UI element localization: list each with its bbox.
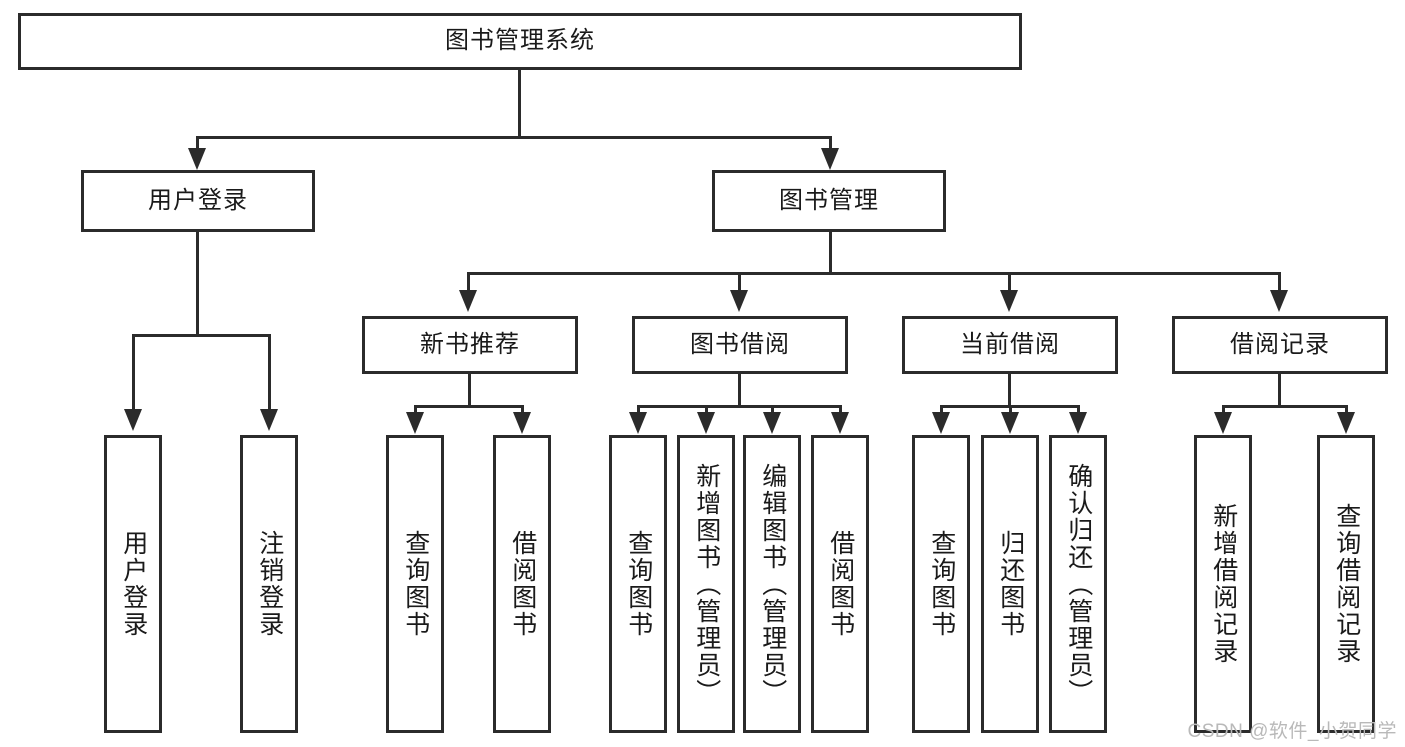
connector-borrow-record-stem [1278,374,1281,407]
node-book-borrow[interactable]: 图书借阅 [632,316,848,374]
arrow-book-mgmt-to-current [1000,290,1018,312]
arrow-book-mgmt-to-borrow [730,290,748,312]
connector-new-book-stem [468,374,471,407]
leaf-current-borrow-confirm-return-admin[interactable]: 确认归还（管理员） [1049,435,1107,733]
arrow-book-borrow-to-leaf-1 [629,412,647,434]
node-book-management[interactable]: 图书管理 [712,170,946,232]
connector-book-borrow-bus [637,405,842,408]
arrow-root-to-book-mgmt [821,148,839,170]
arrow-user-login-to-leaf-2 [260,409,278,431]
arrow-new-book-to-leaf-2 [513,412,531,434]
leaf-new-book-query-books[interactable]: 查询图书 [386,435,444,733]
connector-root-to-book-mgmt [829,136,832,154]
arrow-user-login-to-leaf-1 [124,409,142,431]
connector-book-mgmt-stem [829,232,832,274]
arrow-book-mgmt-to-record [1270,290,1288,312]
connector-root-bus [196,136,832,139]
leaf-borrow-record-add-record[interactable]: 新增借阅记录 [1194,435,1252,733]
arrow-current-borrow-to-leaf-3 [1069,412,1087,434]
connector-book-mgmt-to-record [1278,272,1281,294]
leaf-user-login-logout[interactable]: 注销登录 [240,435,298,733]
leaf-book-borrow-borrow-books[interactable]: 借阅图书 [811,435,869,733]
connector-user-login-to-leaf-1 [132,334,135,414]
leaf-borrow-record-query-record[interactable]: 查询借阅记录 [1317,435,1375,733]
connector-book-mgmt-bus [467,272,1279,275]
node-new-book-recommend[interactable]: 新书推荐 [362,316,578,374]
leaf-book-borrow-edit-book-admin[interactable]: 编辑图书（管理员） [743,435,801,733]
leaf-book-borrow-add-book-admin[interactable]: 新增图书（管理员） [677,435,735,733]
connector-current-borrow-stem [1008,374,1011,407]
connector-user-login-stem [196,232,199,336]
leaf-user-login-login[interactable]: 用户登录 [104,435,162,733]
arrow-current-borrow-to-leaf-2 [1001,412,1019,434]
arrow-book-mgmt-to-new-book [459,290,477,312]
node-current-borrow[interactable]: 当前借阅 [902,316,1118,374]
connector-root-to-user-login [196,136,199,154]
arrow-book-borrow-to-leaf-3 [763,412,781,434]
arrow-current-borrow-to-leaf-1 [932,412,950,434]
leaf-current-borrow-return-books[interactable]: 归还图书 [981,435,1039,733]
connector-borrow-record-bus [1222,405,1348,408]
leaf-current-borrow-query-books[interactable]: 查询图书 [912,435,970,733]
connector-user-login-bus [132,334,271,337]
arrow-borrow-record-to-leaf-1 [1214,412,1232,434]
connector-book-mgmt-to-new-book [467,272,470,294]
connector-book-mgmt-to-borrow [738,272,741,294]
leaf-new-book-borrow-books[interactable]: 借阅图书 [493,435,551,733]
connector-root-stem [518,70,521,138]
csdn-watermark: CSDN @软件_小贺同学 [1187,721,1397,742]
leaf-book-borrow-query-books[interactable]: 查询图书 [609,435,667,733]
arrow-book-borrow-to-leaf-2 [697,412,715,434]
arrow-root-to-user-login [188,148,206,170]
connector-new-book-bus [414,405,524,408]
connector-book-borrow-stem [738,374,741,407]
arrow-new-book-to-leaf-1 [406,412,424,434]
node-borrow-record[interactable]: 借阅记录 [1172,316,1388,374]
node-user-login[interactable]: 用户登录 [81,170,315,232]
connector-user-login-to-leaf-2 [268,334,271,414]
arrow-borrow-record-to-leaf-2 [1337,412,1355,434]
connector-book-mgmt-to-current [1008,272,1011,294]
node-root-system[interactable]: 图书管理系统 [18,13,1022,70]
arrow-book-borrow-to-leaf-4 [831,412,849,434]
